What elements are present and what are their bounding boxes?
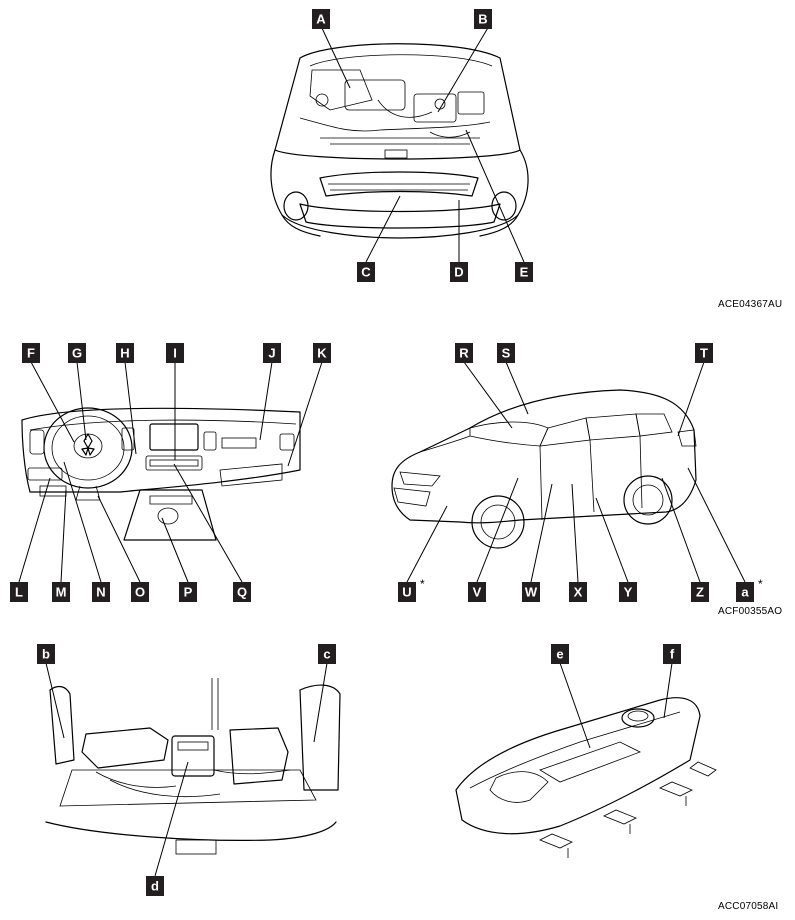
interior-illustration	[21, 407, 301, 541]
exterior-leaders	[406, 361, 746, 583]
svg-text:E: E	[520, 265, 529, 280]
battery-leaders	[559, 662, 673, 749]
engine-bay-leaders	[320, 25, 525, 263]
callout-d: d	[146, 876, 164, 896]
callout-I: I	[166, 343, 184, 363]
svg-text:V: V	[473, 585, 482, 600]
callout-Q: Q	[233, 582, 251, 602]
callout-F: F	[22, 343, 40, 363]
callout-N: N	[92, 582, 110, 602]
svg-text:F: F	[27, 346, 35, 361]
callout-e: e	[551, 644, 569, 664]
interior-leaders	[18, 361, 323, 583]
callout-E: E	[515, 262, 533, 282]
callout-M: M	[52, 582, 70, 602]
engine-bay-illustration	[270, 43, 529, 239]
svg-text:P: P	[184, 585, 193, 600]
svg-text:S: S	[502, 346, 511, 361]
battery-pack-illustration	[455, 697, 717, 858]
svg-text:N: N	[96, 585, 105, 600]
svg-text:c: c	[323, 647, 330, 662]
svg-text:b: b	[42, 647, 50, 662]
callout-C: C	[357, 262, 375, 282]
callout-f: f	[663, 644, 681, 664]
callout-G: G	[68, 343, 86, 363]
underfloor-leaders	[45, 662, 328, 877]
callout-L: L	[10, 582, 28, 602]
svg-text:d: d	[151, 879, 159, 894]
svg-text:L: L	[15, 585, 23, 600]
svg-text:R: R	[459, 346, 469, 361]
svg-text:C: C	[361, 265, 371, 280]
svg-text:W: W	[525, 585, 538, 600]
svg-text:J: J	[268, 346, 275, 361]
svg-text:B: B	[478, 12, 487, 27]
svg-text:U: U	[402, 585, 411, 600]
callout-B: B	[474, 9, 492, 29]
exterior-illustration	[391, 389, 697, 549]
underfloor-illustration	[45, 678, 341, 855]
svg-text:Q: Q	[237, 585, 247, 600]
callout-V: V	[468, 582, 486, 602]
svg-text:I: I	[173, 346, 177, 361]
callout-c: c	[318, 644, 336, 664]
svg-text:Z: Z	[696, 585, 704, 600]
svg-text:f: f	[670, 647, 675, 662]
svg-text:Y: Y	[624, 585, 633, 600]
asterisk-a: *	[758, 577, 763, 591]
reference-code-battery-pack: ACC07058AI	[718, 901, 779, 912]
svg-text:G: G	[72, 346, 82, 361]
reference-code-engine-bay: ACE04367AU	[718, 299, 783, 310]
svg-text:a: a	[741, 585, 749, 600]
reference-code-exterior: ACF00355AO	[718, 606, 783, 617]
svg-text:O: O	[135, 585, 145, 600]
callout-O: O	[131, 582, 149, 602]
svg-text:D: D	[454, 265, 463, 280]
callout-H: H	[116, 343, 134, 363]
svg-text:e: e	[556, 647, 563, 662]
callout-a: a	[736, 582, 754, 602]
callout-b: b	[37, 644, 55, 664]
svg-text:T: T	[700, 346, 708, 361]
asterisk-U: *	[420, 577, 425, 591]
callout-A: A	[312, 9, 330, 29]
svg-text:H: H	[120, 346, 129, 361]
svg-text:M: M	[56, 585, 67, 600]
callout-J: J	[263, 343, 281, 363]
callout-X: X	[569, 582, 587, 602]
svg-text:K: K	[317, 346, 327, 361]
callout-K: K	[313, 343, 331, 363]
callout-Z: Z	[691, 582, 709, 602]
callout-T: T	[695, 343, 713, 363]
svg-text:X: X	[574, 585, 583, 600]
callout-S: S	[497, 343, 515, 363]
callout-P: P	[179, 582, 197, 602]
svg-text:A: A	[316, 12, 326, 27]
callout-R: R	[455, 343, 473, 363]
callout-D: D	[450, 262, 468, 282]
callout-U: U	[398, 582, 416, 602]
callout-Y: Y	[619, 582, 637, 602]
callout-W: W	[522, 582, 540, 602]
